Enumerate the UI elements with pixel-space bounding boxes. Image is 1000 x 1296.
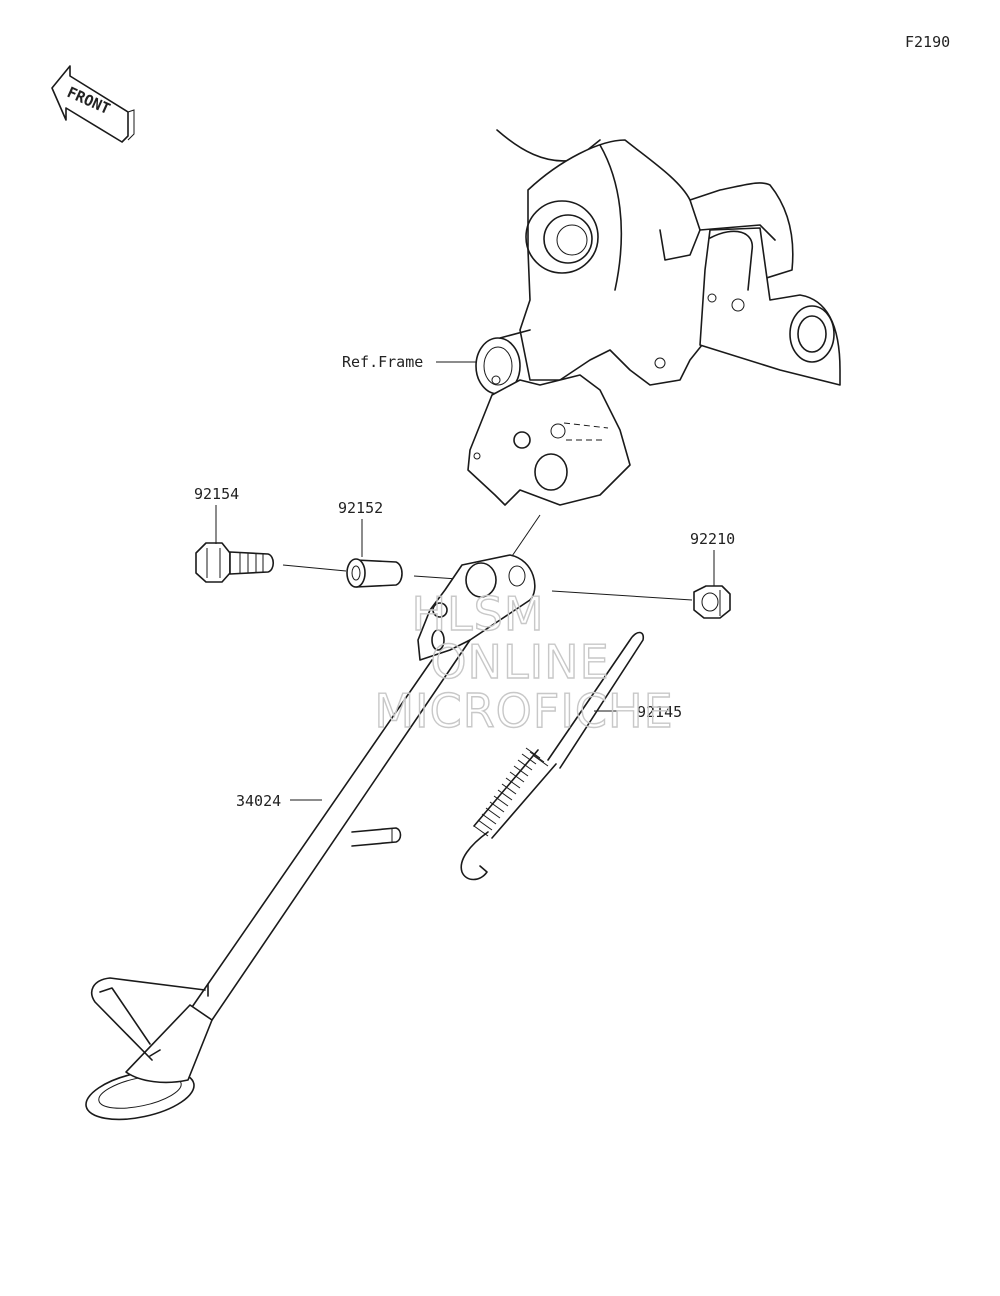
part-label-collar: 92152 bbox=[338, 499, 383, 517]
ref-frame-label: Ref.Frame bbox=[342, 353, 423, 371]
collar-92152 bbox=[346, 558, 403, 588]
bolt-92154 bbox=[195, 542, 275, 583]
watermark-line-1: HLSM bbox=[411, 587, 544, 641]
watermark-line-2: ONLINE bbox=[430, 635, 609, 689]
part-label-nut: 92210 bbox=[690, 530, 735, 548]
nut-92210 bbox=[693, 585, 731, 619]
diagram-code: F2190 bbox=[905, 33, 950, 51]
part-label-spring: 92145 bbox=[637, 703, 682, 721]
part-label-stand: 34024 bbox=[236, 792, 281, 810]
watermark-line-3: MICROFICHE bbox=[374, 684, 673, 738]
frame-assembly bbox=[467, 129, 841, 506]
side-stand-34024 bbox=[85, 554, 536, 1121]
spring-92145 bbox=[460, 631, 645, 881]
watermark: HLSM ONLINE MICROFICHE bbox=[374, 586, 674, 738]
front-arrow-icon: FRONT bbox=[51, 65, 135, 143]
part-label-bolt: 92154 bbox=[194, 485, 239, 503]
